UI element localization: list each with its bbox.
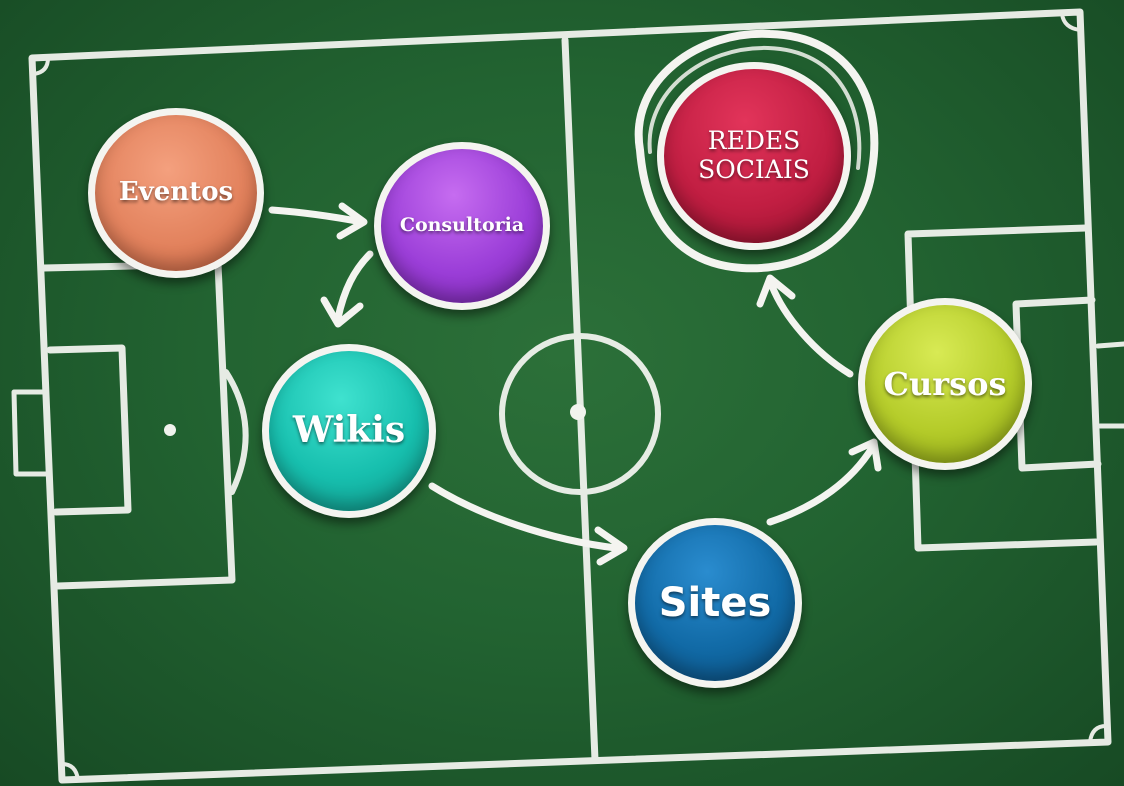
redes-sociais-label: REDES SOCIAIS	[698, 126, 810, 185]
consultoria-label: Consultoria	[399, 214, 525, 237]
arrow-sites-cursos	[766, 444, 876, 526]
wikis-node: Wikis	[262, 344, 436, 518]
redes-label-line1: REDES	[707, 126, 801, 156]
left-penalty-box	[40, 260, 236, 590]
corner-arc-bl	[60, 762, 80, 782]
center-spot	[570, 404, 586, 420]
arrow-eventos-consultoria-head	[336, 202, 368, 240]
wikis-label: Wikis	[292, 409, 406, 452]
left-goal	[11, 389, 53, 477]
halfway-line	[561, 36, 599, 764]
arrow-cursos-redes-head	[756, 274, 796, 308]
left-goal-box	[46, 344, 132, 516]
highlight-ring	[634, 29, 879, 273]
corner-arc-br	[1088, 724, 1108, 744]
sites-node: Sites	[628, 518, 802, 688]
corner-arc-tr	[1060, 12, 1082, 32]
right-goal	[1095, 341, 1124, 429]
redes-label-line2: SOCIAIS	[698, 155, 810, 184]
eventos-node: Eventos	[88, 108, 264, 278]
field-boundary	[28, 8, 1112, 784]
highlight-ring-inner	[647, 45, 862, 170]
cursos-node: Cursos	[858, 298, 1032, 470]
corner-arc-tl	[32, 56, 50, 76]
redes-sociais-node: REDES SOCIAIS	[657, 62, 851, 250]
arrow-consultoria-wikis-head	[320, 296, 364, 328]
arrow-sites-cursos-head	[848, 438, 882, 472]
left-penalty-arc	[223, 369, 249, 495]
arrow-wikis-sites-head	[594, 526, 628, 566]
center-circle	[499, 333, 661, 495]
sites-label: Sites	[658, 580, 772, 626]
consultoria-node: Consultoria	[374, 142, 550, 310]
arrow-consultoria-wikis	[334, 250, 374, 322]
arrow-cursos-redes	[768, 282, 854, 378]
eventos-label: Eventos	[118, 177, 234, 208]
left-penalty-spot	[164, 424, 176, 436]
cursos-label: Cursos	[883, 364, 1007, 403]
arrow-wikis-sites	[428, 482, 620, 552]
arrow-eventos-consultoria	[268, 206, 366, 226]
